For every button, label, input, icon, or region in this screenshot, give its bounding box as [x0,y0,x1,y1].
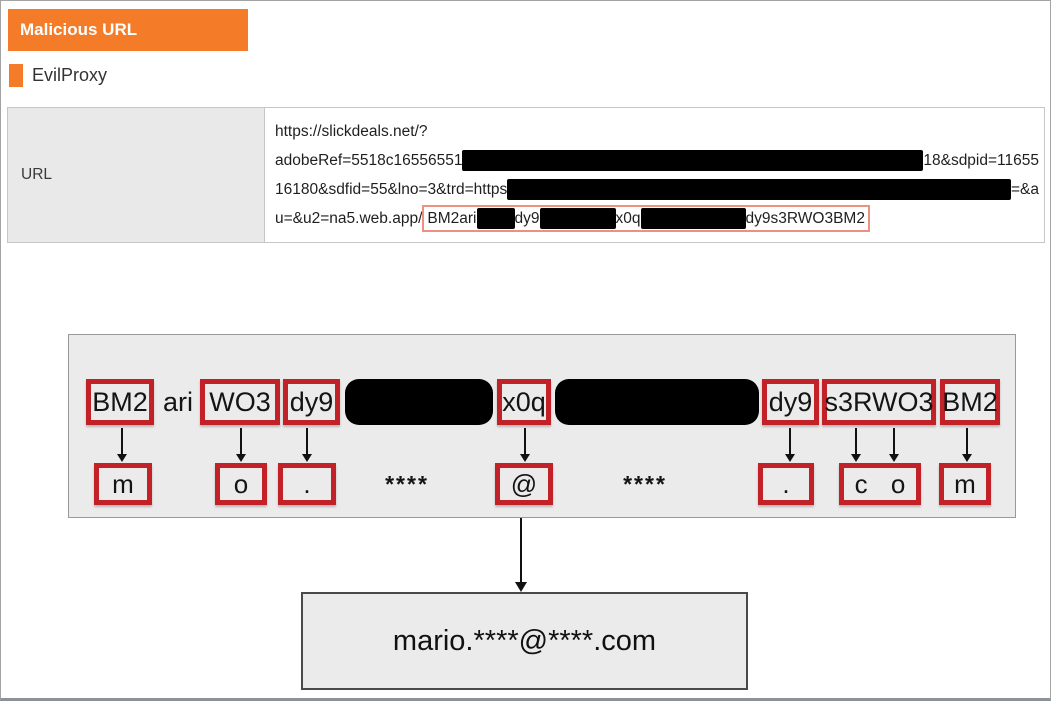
arrow-down-icon [962,428,972,462]
redaction-bar [555,379,759,425]
url-text: adobeRef=5518c16556551 [275,151,463,169]
redaction-bar [640,208,746,229]
url-table: URL https://slickdeals.net/? adobeRef=55… [7,107,1045,243]
redaction-bar [462,150,924,171]
decoded-char-dot-second: . [758,463,814,505]
arrow-down-icon [302,428,312,462]
decoded-char-c: c [854,468,868,499]
threat-type-label: EvilProxy [32,64,108,85]
url-text: 16180&sdfid=55&lno=3&trd=https [275,180,508,198]
url-line-1: https://slickdeals.net/? [275,117,1039,146]
redaction-bar [507,179,1011,200]
encoded-segment: x0q [615,209,641,227]
encoded-string-highlight: BM2ari dy9 x0q dy9s3RWO3BM2 [422,205,870,232]
decoded-email: mario.****@****.com [392,624,657,657]
orange-swatch-icon [9,63,23,87]
token-ari: ari [162,386,193,417]
decoded-char-m-first: m [94,463,152,505]
arrow-down-icon [889,428,899,462]
decoded-char-o: o [215,463,267,505]
url-label-cell: URL [8,108,265,242]
url-line-4: u=&u2=na5.web.app/ BM2ari dy9 x0q dy9s3R… [275,204,1039,233]
redaction-bar [539,208,616,229]
malicious-url-title: Malicious URL [20,20,138,39]
arrow-to-result-icon [515,518,527,592]
url-text: 18&sdpid=11655 [923,151,1039,169]
decoded-char-dot-first: . [278,463,336,505]
url-value-cell: https://slickdeals.net/? adobeRef=5518c1… [265,108,1044,242]
encoded-segment: dy9 [514,209,540,227]
token-x0q: x0q [497,379,551,425]
redaction-bar [345,379,493,425]
decoded-char-at: @ [495,463,553,505]
decoded-char-m-second: m [939,463,991,505]
redaction-bar [476,208,515,229]
token-bm2-first: BM2 [86,379,154,425]
decoded-chars-co: c o [839,463,921,505]
malicious-url-header: Malicious URL [8,9,248,51]
token-dy9-second: dy9 [762,379,819,425]
arrow-down-icon [851,428,861,462]
masked-username: **** [385,470,429,497]
encoded-segment: dy9s3RWO3BM2 [745,209,865,227]
token-s3rwo3: s3RWO3 [822,379,936,425]
threat-type-legend: EvilProxy [9,62,107,88]
token-bm2-second: BM2 [940,379,1000,425]
url-line-2: adobeRef=5518c16556551 18&sdpid=11655 [275,146,1039,175]
arrow-down-icon [785,428,795,462]
decoded-char-o: o [890,468,906,499]
arrow-down-icon [520,428,530,462]
token-wo3: WO3 [200,379,280,425]
decoded-email-box: mario.****@****.com [301,592,748,690]
token-dy9-first: dy9 [283,379,340,425]
arrow-down-icon [236,428,246,462]
url-text: =&a [1010,180,1039,198]
url-text: u=&u2=na5.web.app/ [275,209,423,227]
decode-diagram: BM2 ari WO3 dy9 x0q dy9 s3RWO3 BM2 m o .… [68,334,1016,518]
url-text: https://slickdeals.net/? [275,122,428,140]
masked-domain: **** [623,470,667,497]
encoded-segment: BM2ari [427,209,477,227]
url-line-3: 16180&sdfid=55&lno=3&trd=https =&a [275,175,1039,204]
arrow-down-icon [117,428,127,462]
